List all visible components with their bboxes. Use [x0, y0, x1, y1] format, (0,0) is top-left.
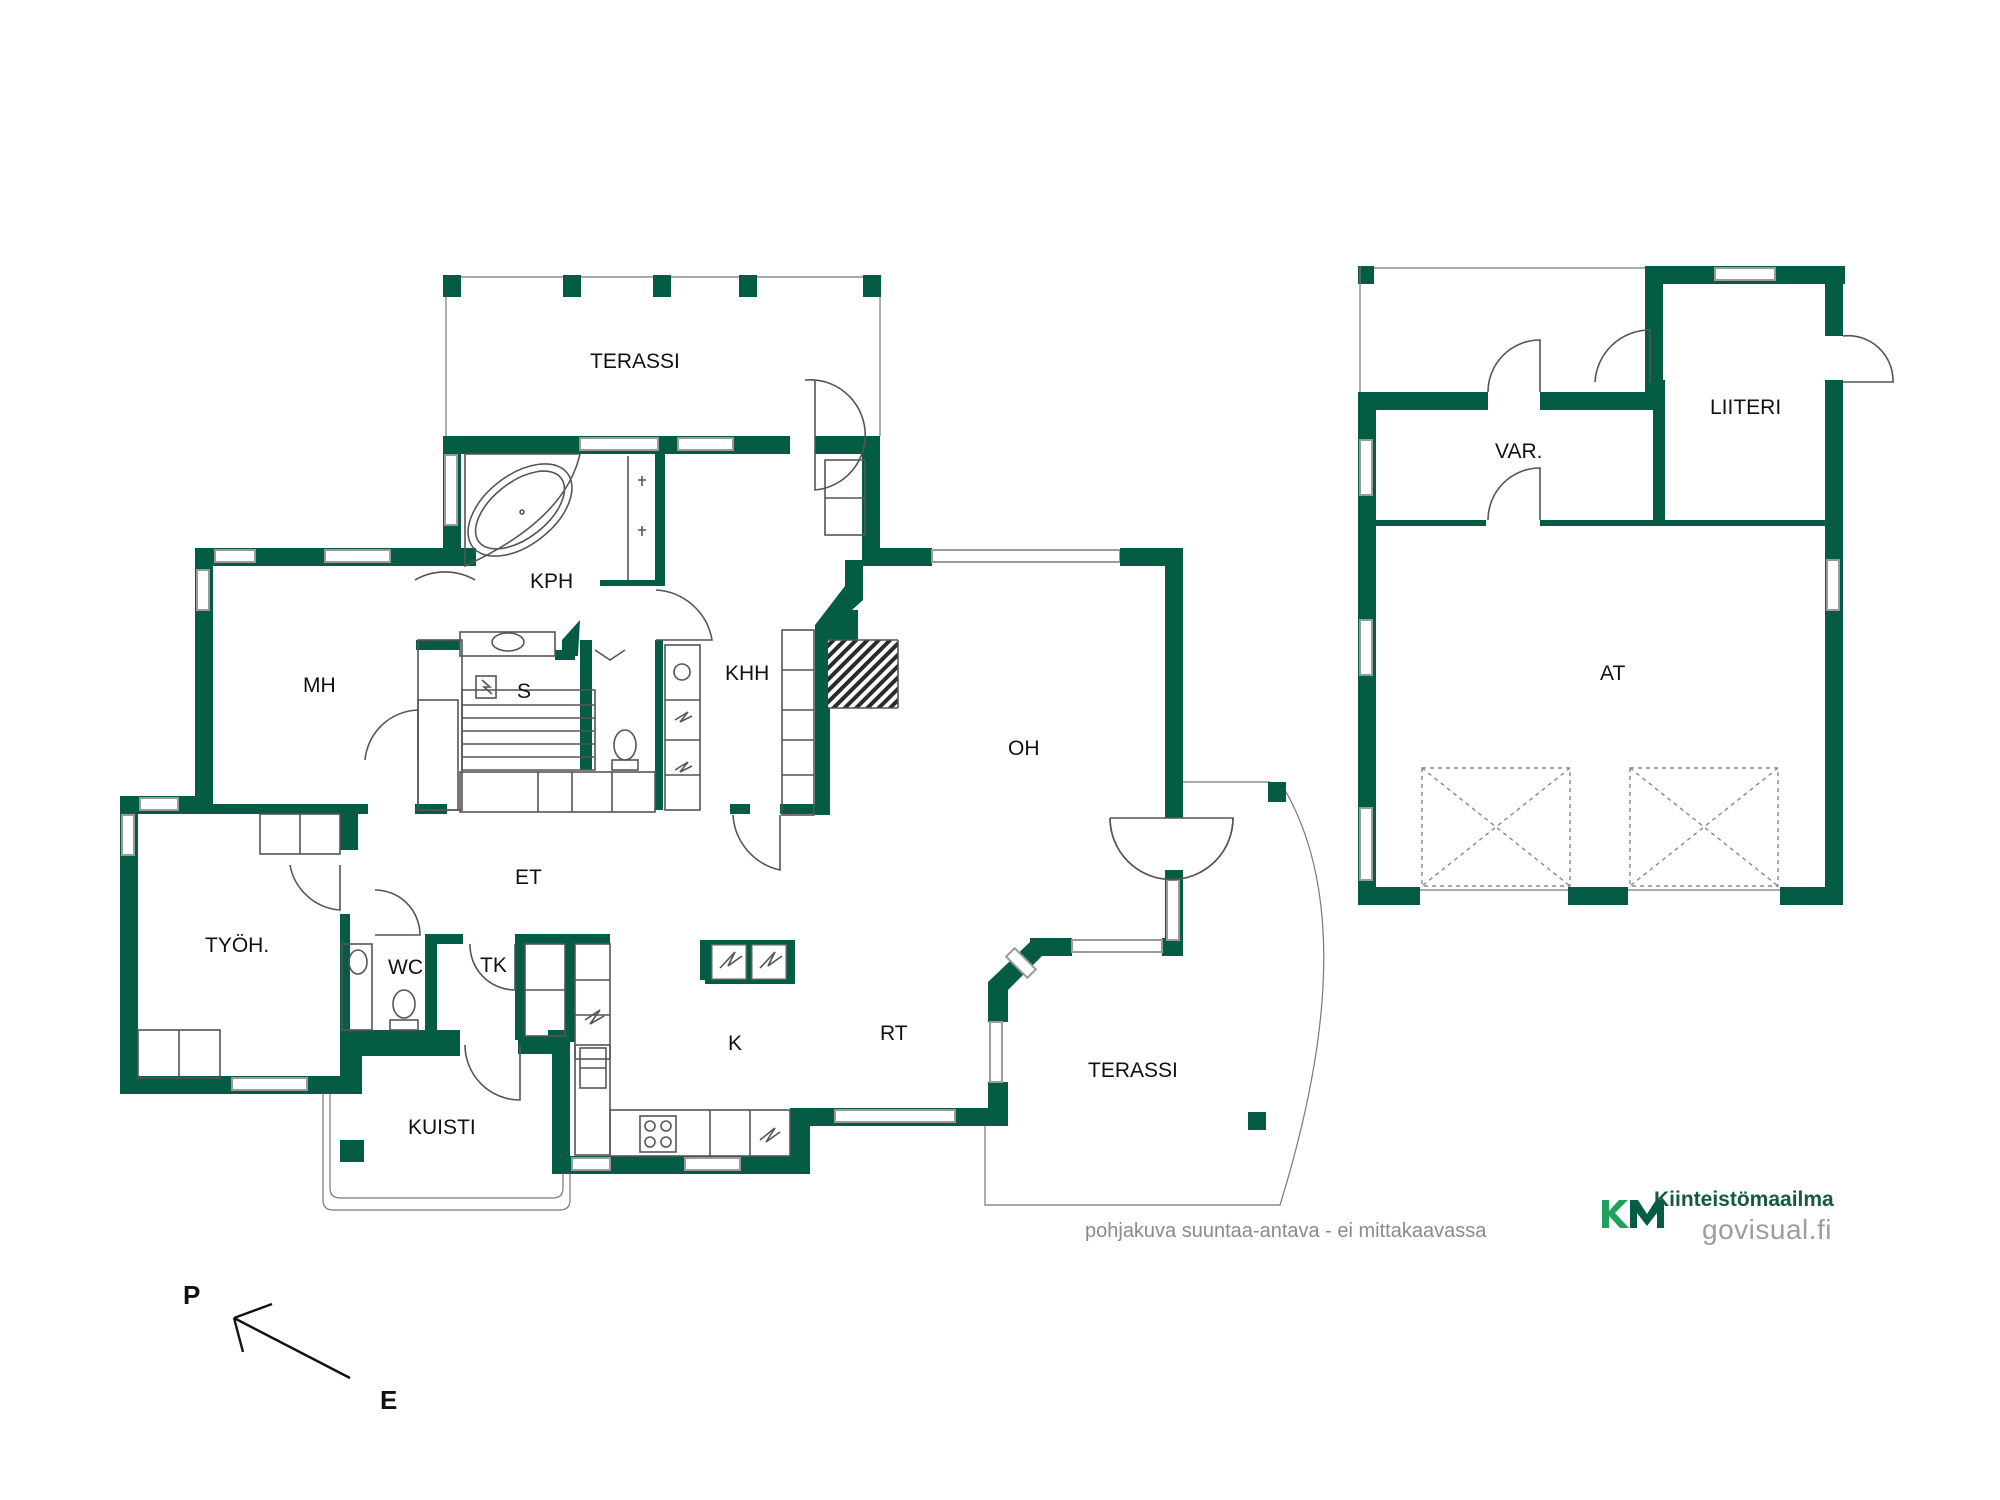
- house-walls: [120, 275, 1183, 1211]
- room-label-liiteri: LIITERI: [1710, 396, 1781, 419]
- room-label-khh: KHH: [725, 662, 769, 685]
- room-label-terassi-right: TERASSI: [1088, 1059, 1178, 1082]
- disclaimer-text: pohjakuva suuntaa-antava - ei mittakaava…: [1085, 1220, 1487, 1242]
- room-label-oh: OH: [1008, 737, 1040, 760]
- room-label-terassi-top: TERASSI: [590, 350, 680, 373]
- room-label-at: AT: [1600, 662, 1625, 685]
- room-label-k: K: [728, 1032, 742, 1055]
- garage-walls: [1358, 266, 1894, 905]
- room-labels: TERASSI KPH MH S KHH OH ET TYÖH. WC TK K…: [205, 350, 1781, 1139]
- room-label-wc: WC: [388, 956, 423, 979]
- brand-partner: govisual.fi: [1702, 1214, 1833, 1245]
- room-label-s: S: [517, 680, 531, 703]
- room-label-tk: TK: [480, 954, 507, 977]
- compass-east-label: E: [380, 1385, 398, 1415]
- km-logo-icon: [1602, 1200, 1664, 1228]
- room-label-tyoh: TYÖH.: [205, 934, 269, 957]
- compass-north-label: P: [183, 1280, 201, 1310]
- room-label-et: ET: [515, 866, 542, 889]
- brand-name: Kiinteistömaailma: [1654, 1188, 1834, 1211]
- fixtures: [137, 378, 1325, 1206]
- room-label-mh: MH: [303, 674, 336, 697]
- room-label-kuisti: KUISTI: [408, 1116, 476, 1139]
- room-label-kph: KPH: [530, 570, 573, 593]
- room-label-rt: RT: [880, 1022, 908, 1045]
- room-label-var: VAR.: [1495, 440, 1542, 463]
- compass-arrow-icon: [232, 1302, 351, 1380]
